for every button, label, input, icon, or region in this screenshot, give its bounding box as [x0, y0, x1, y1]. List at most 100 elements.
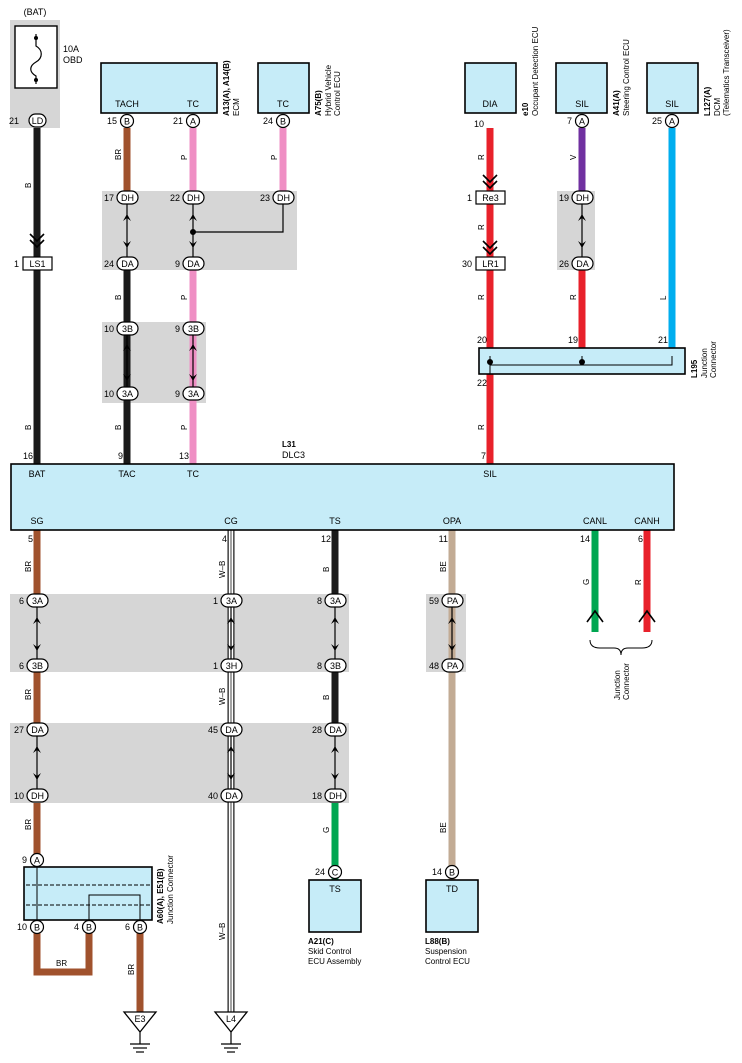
- svg-text:19: 19: [568, 335, 578, 345]
- svg-text:DH: DH: [31, 791, 44, 801]
- svg-text:G: G: [582, 579, 591, 585]
- pill-3b-9: 3B: [182, 321, 205, 336]
- conn-lr1: LR1: [475, 256, 506, 271]
- component-boxes: [10, 62, 699, 933]
- pill-hv-tc: B: [275, 113, 291, 129]
- pill-da-27: DA: [26, 722, 49, 737]
- svg-text:6: 6: [125, 922, 130, 932]
- l195-code: L195: [690, 359, 699, 378]
- svg-text:9: 9: [22, 855, 27, 865]
- susp-box: [425, 879, 479, 933]
- occupant-name: Occupant Detection ECU: [531, 26, 540, 116]
- svg-text:10: 10: [104, 324, 114, 334]
- svg-text:3B: 3B: [122, 324, 133, 334]
- svg-text:DH: DH: [187, 193, 200, 203]
- svg-text:5: 5: [28, 534, 33, 544]
- svg-text:BE: BE: [439, 822, 448, 833]
- svg-text:DA: DA: [187, 259, 200, 269]
- pill-dh-10: DH: [26, 788, 49, 803]
- svg-text:B: B: [86, 923, 92, 933]
- skid-name-1: Skid Control: [308, 947, 352, 956]
- wire-br-loop: [33, 930, 93, 976]
- dlc3-tc-label: TC: [187, 469, 199, 479]
- svg-text:R: R: [477, 294, 486, 300]
- svg-text:A: A: [34, 856, 40, 866]
- svg-text:22: 22: [477, 378, 487, 388]
- svg-text:9: 9: [175, 259, 180, 269]
- svg-text:11: 11: [439, 534, 448, 544]
- svg-text:8: 8: [317, 661, 322, 671]
- svg-text:B: B: [124, 117, 130, 127]
- a60-code: A60(A), E51(B): [156, 868, 165, 924]
- svg-text:DH: DH: [277, 193, 290, 203]
- pill-dcm: A: [664, 113, 680, 129]
- svg-text:P: P: [180, 425, 189, 430]
- can-junction-name-1: Junction: [613, 670, 622, 700]
- l195-name-1: Junction: [700, 348, 709, 378]
- pill-a60-4: B: [81, 919, 97, 935]
- svg-text:1: 1: [213, 661, 218, 671]
- svg-text:10: 10: [104, 389, 114, 399]
- svg-text:7: 7: [481, 451, 486, 461]
- ground-l4-symbol: [213, 1011, 249, 1034]
- ecm-name: ECM: [232, 98, 241, 116]
- dcm-name-2: (Telematics Transceiver): [722, 29, 731, 116]
- fuse-rating: 10A: [63, 44, 79, 54]
- svg-text:17: 17: [104, 193, 114, 203]
- pill-pa-59: PA: [441, 593, 464, 608]
- skid-box: [308, 879, 362, 933]
- ground-l4: L4: [213, 1011, 249, 1053]
- svg-text:B: B: [114, 425, 123, 430]
- dlc3-code: L31: [282, 440, 296, 449]
- pill-3a-1: 3A: [220, 593, 243, 608]
- svg-text:6: 6: [19, 596, 24, 606]
- pill-pa-48: PA: [441, 658, 464, 673]
- svg-text:LD: LD: [32, 116, 44, 126]
- component-captions: A13(A), A14(B) ECM A75(B) Hybrid Vehicle…: [156, 26, 731, 966]
- dcm-code: L127(A): [703, 86, 712, 116]
- svg-text:28: 28: [312, 725, 322, 735]
- ecm-tach-label: TACH: [115, 99, 139, 109]
- svg-text:24: 24: [104, 259, 114, 269]
- conn-re3: Re3: [475, 190, 506, 205]
- svg-text:20: 20: [477, 335, 487, 345]
- pill-3a-9: 3A: [182, 386, 205, 401]
- dlc3-ts-label: TS: [329, 516, 341, 526]
- susp-name-1: Suspension: [425, 947, 467, 956]
- svg-text:16: 16: [23, 451, 33, 461]
- svg-text:P: P: [180, 155, 189, 160]
- dlc3-box: [10, 463, 675, 531]
- svg-text:W–B: W–B: [218, 923, 227, 940]
- svg-text:1: 1: [213, 596, 218, 606]
- svg-text:BR: BR: [127, 964, 136, 975]
- svg-text:9: 9: [118, 451, 123, 461]
- svg-text:B: B: [114, 295, 123, 300]
- svg-text:PA: PA: [447, 661, 458, 671]
- svg-text:R: R: [477, 224, 486, 230]
- ground-e3-symbol: [122, 1011, 158, 1034]
- pill-3a-6: 3A: [26, 593, 49, 608]
- svg-text:12: 12: [321, 534, 331, 544]
- svg-text:W–B: W–B: [218, 561, 227, 578]
- svg-text:DH: DH: [576, 193, 589, 203]
- svg-text:P: P: [270, 155, 279, 160]
- svg-text:BR: BR: [56, 959, 67, 968]
- susp-name-2: Control ECU: [425, 957, 470, 966]
- svg-text:3A: 3A: [330, 596, 341, 606]
- svg-text:3B: 3B: [32, 661, 43, 671]
- svg-text:DA: DA: [31, 725, 44, 735]
- susp-td-label: TD: [446, 884, 458, 894]
- svg-text:LR1: LR1: [482, 259, 499, 269]
- svg-text:B: B: [24, 183, 33, 188]
- l195-name-2: Connector: [709, 341, 718, 378]
- dlc3-name: DLC3: [282, 450, 305, 460]
- pill-3b-10: 3B: [116, 321, 139, 336]
- dcm-box: [646, 62, 699, 114]
- pill-3b-8: 3B: [324, 658, 347, 673]
- hv-name-1: Hybrid Vehicle: [324, 64, 333, 116]
- steering-name: Steering Control ECU: [622, 39, 631, 116]
- fuse-supply: (BAT): [24, 7, 47, 17]
- svg-text:8: 8: [317, 596, 322, 606]
- svg-text:Re3: Re3: [482, 193, 499, 203]
- dlc3-canl-label: CANL: [583, 516, 607, 526]
